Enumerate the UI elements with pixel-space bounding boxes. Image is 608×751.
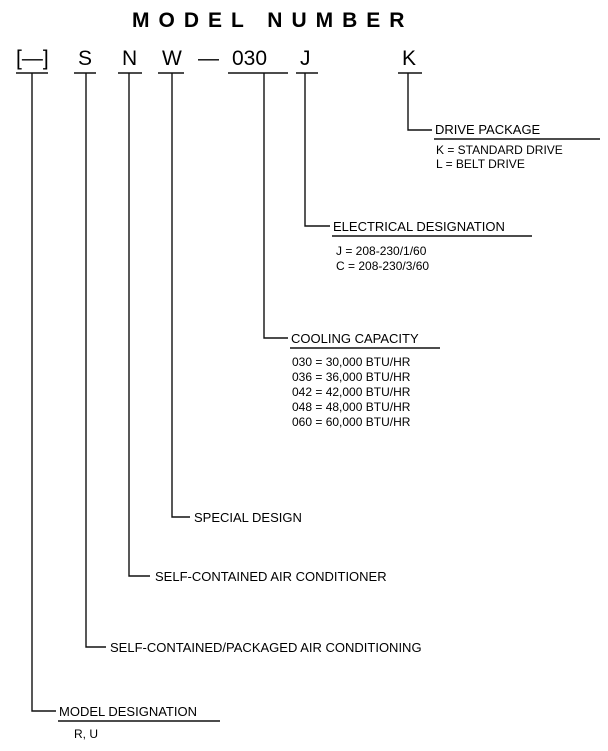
field-label: COOLING CAPACITY [291, 331, 419, 346]
leader-electrical [304, 73, 330, 227]
field-self-contained-ac: SELF-CONTAINED AIR CONDITIONER [155, 569, 387, 584]
code-segment-drive: K [402, 47, 416, 70]
field-drive-package: DRIVE PACKAGE K = STANDARD DRIVE L = BEL… [434, 122, 600, 171]
leader-drive-package [407, 73, 432, 131]
code-segment-n: N [122, 47, 137, 70]
field-label: SELF-CONTAINED/PACKAGED AIR CONDITIONING [110, 640, 422, 655]
field-option: 060 = 60,000 BTU/HR [292, 415, 411, 429]
code-segment-prefix: [—] [16, 47, 49, 70]
field-label: DRIVE PACKAGE [435, 122, 541, 137]
leader-special-design [171, 73, 190, 518]
field-option: 030 = 30,000 BTU/HR [292, 355, 411, 369]
code-segment-w: W [162, 47, 182, 70]
leader-self-contained-ac [128, 73, 150, 577]
field-special-design: SPECIAL DESIGN [194, 510, 302, 525]
field-label: SELF-CONTAINED AIR CONDITIONER [155, 569, 387, 584]
field-cooling-capacity: COOLING CAPACITY 030 = 30,000 BTU/HR 036… [290, 331, 440, 429]
field-option: C = 208-230/3/60 [336, 259, 429, 273]
field-option: J = 208-230/1/60 [336, 244, 427, 258]
leader-packaged-ac [85, 73, 106, 648]
field-electrical-designation: ELECTRICAL DESIGNATION J = 208-230/1/60 … [332, 219, 532, 273]
leader-cooling-capacity [263, 73, 288, 339]
leader-model-designation [31, 73, 56, 712]
field-packaged-ac: SELF-CONTAINED/PACKAGED AIR CONDITIONING [110, 640, 422, 655]
field-option: 048 = 48,000 BTU/HR [292, 400, 411, 414]
diagram-title: MODEL NUMBER [132, 9, 413, 32]
field-model-designation: MODEL DESIGNATION R, U [58, 704, 220, 741]
field-label: SPECIAL DESIGN [194, 510, 302, 525]
field-option: R, U [74, 727, 98, 741]
field-label: ELECTRICAL DESIGNATION [333, 219, 505, 234]
code-segment-capacity: 030 [232, 47, 267, 70]
field-option: L = BELT DRIVE [436, 157, 525, 171]
code-segment-dash: — [198, 47, 219, 70]
code-segment-s: S [78, 47, 92, 70]
field-option: 036 = 36,000 BTU/HR [292, 370, 411, 384]
model-code: [—] S N W — 030 J K [16, 47, 416, 70]
field-label: MODEL DESIGNATION [59, 704, 197, 719]
leader-lines [31, 73, 432, 712]
field-option: 042 = 42,000 BTU/HR [292, 385, 411, 399]
code-segment-electrical: J [300, 47, 311, 70]
field-option: K = STANDARD DRIVE [436, 143, 563, 157]
